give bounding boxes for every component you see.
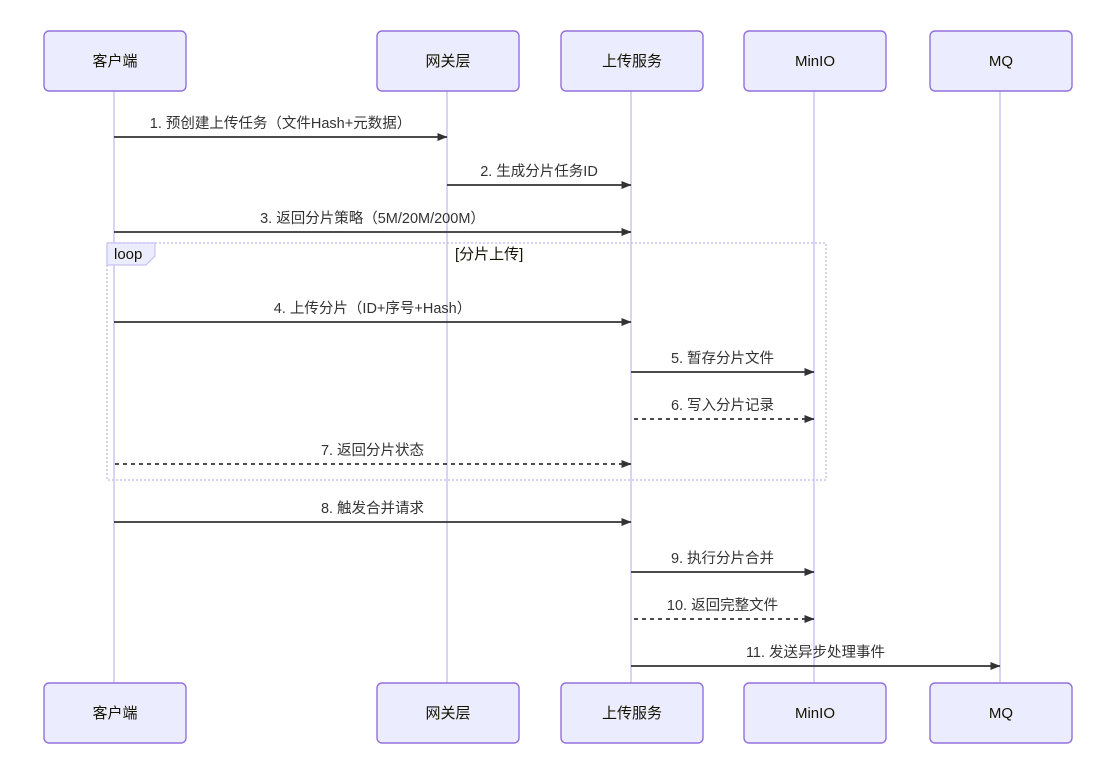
actor-box[interactable] xyxy=(376,30,520,92)
actor-minio-bottom[interactable]: MinIO xyxy=(743,682,887,744)
actor-box[interactable] xyxy=(929,682,1073,744)
fragment-condition-label: [分片上传] xyxy=(455,246,523,263)
message-10: 10. 返回完整文件 xyxy=(631,597,815,623)
actor-client-top[interactable]: 客户端 xyxy=(43,30,187,92)
actor-label: MQ xyxy=(989,53,1013,70)
actor-client-bottom[interactable]: 客户端 xyxy=(43,682,187,744)
actor-label: 网关层 xyxy=(425,53,470,70)
fragment-loop-chunk-upload: loop [分片上传] xyxy=(106,242,827,481)
actor-gateway-top[interactable]: 网关层 xyxy=(376,30,520,92)
actor-label: 上传服务 xyxy=(602,53,662,70)
message-label: 8. 触发合并请求 xyxy=(321,500,425,517)
message-label: 1. 预创建上传任务（文件Hash+元数据） xyxy=(150,115,411,132)
fragment-tab-label: loop xyxy=(114,246,142,263)
actor-label: MinIO xyxy=(795,53,835,70)
message-label: 6. 写入分片记录 xyxy=(671,397,774,414)
actor-box[interactable] xyxy=(743,30,887,92)
message-9: 9. 执行分片合并 xyxy=(631,550,815,576)
actor-minio-top[interactable]: MinIO xyxy=(743,30,887,92)
actor-label: MinIO xyxy=(795,705,835,722)
messages-layer: 1. 预创建上传任务（文件Hash+元数据） 2. 生成分片任务ID 3. 返回分片… xyxy=(114,115,1001,670)
message-7: 7. 返回分片状态 xyxy=(114,442,632,468)
actor-upload-bottom[interactable]: 上传服务 xyxy=(560,682,704,744)
actor-label: 网关层 xyxy=(425,705,470,722)
actor-mq-top[interactable]: MQ xyxy=(929,30,1073,92)
actors-top-layer: 客户端 网关层 上传服务 MinIO MQ xyxy=(43,30,1073,92)
actor-box[interactable] xyxy=(560,682,704,744)
message-label: 5. 暂存分片文件 xyxy=(671,350,774,367)
actor-label: 客户端 xyxy=(92,705,137,722)
fragments-layer: loop [分片上传] xyxy=(106,242,827,481)
actor-label: MQ xyxy=(989,705,1013,722)
message-label: 11. 发送异步处理事件 xyxy=(746,644,885,661)
message-2: 2. 生成分片任务ID xyxy=(447,163,632,189)
message-11: 11. 发送异步处理事件 xyxy=(631,644,1001,670)
message-5: 5. 暂存分片文件 xyxy=(631,350,815,376)
actors-bottom-layer: 客户端 网关层 上传服务 MinIO MQ xyxy=(43,682,1073,744)
message-4: 4. 上传分片（ID+序号+Hash） xyxy=(114,300,632,326)
actor-upload-top[interactable]: 上传服务 xyxy=(560,30,704,92)
message-label: 4. 上传分片（ID+序号+Hash） xyxy=(274,300,471,317)
actor-box[interactable] xyxy=(743,682,887,744)
message-8: 8. 触发合并请求 xyxy=(114,500,632,526)
fragment-border xyxy=(106,242,827,481)
actor-gateway-bottom[interactable]: 网关层 xyxy=(376,682,520,744)
message-label: 2. 生成分片任务ID xyxy=(480,163,598,180)
actor-label: 上传服务 xyxy=(602,705,662,722)
message-6: 6. 写入分片记录 xyxy=(631,397,815,423)
actor-mq-bottom[interactable]: MQ xyxy=(929,682,1073,744)
message-label: 10. 返回完整文件 xyxy=(667,597,778,614)
message-label: 7. 返回分片状态 xyxy=(321,442,424,459)
actor-box[interactable] xyxy=(929,30,1073,92)
fragment-tab xyxy=(106,242,156,266)
message-1: 1. 预创建上传任务（文件Hash+元数据） xyxy=(114,115,448,141)
message-label: 3. 返回分片策略（5M/20M/200M） xyxy=(260,210,485,227)
message-label: 9. 执行分片合并 xyxy=(671,550,774,567)
actor-label: 客户端 xyxy=(92,53,137,70)
lifelines-layer xyxy=(113,91,1001,683)
actor-box[interactable] xyxy=(560,30,704,92)
message-3: 3. 返回分片策略（5M/20M/200M） xyxy=(114,210,632,236)
actor-box[interactable] xyxy=(43,682,187,744)
actor-box[interactable] xyxy=(376,682,520,744)
actor-box[interactable] xyxy=(43,30,187,92)
